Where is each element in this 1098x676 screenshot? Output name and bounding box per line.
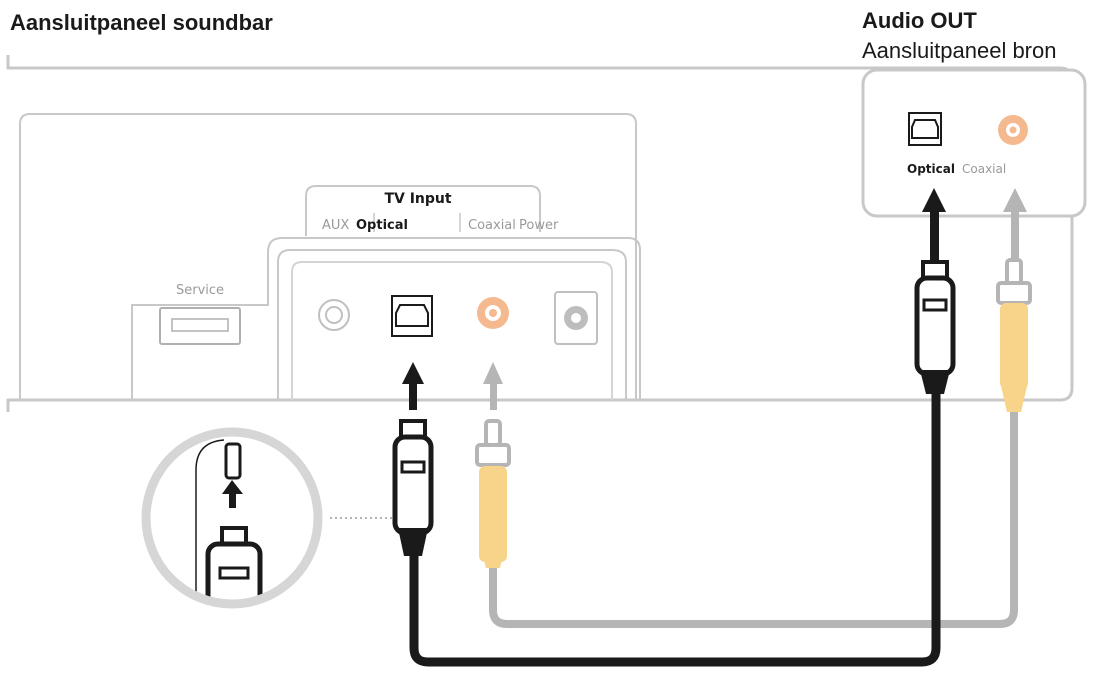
service-label: Service — [176, 283, 224, 298]
inputs-recess-inner — [291, 261, 613, 400]
coaxial-plug-source — [996, 258, 1032, 412]
soundbar-inner-panel — [19, 113, 637, 400]
coaxial-arrow-soundbar — [483, 362, 503, 410]
coaxial-plug-soundbar — [475, 419, 511, 568]
aux-label: AUX — [322, 218, 349, 233]
magnifier-ring — [141, 427, 323, 609]
source-panel-subtitle: Aansluitpaneel bron — [862, 38, 1057, 63]
optical-plug-source — [914, 260, 956, 394]
optical-plug-soundbar — [392, 419, 434, 556]
tv-input-label: TV Input — [384, 191, 451, 207]
service-recess — [131, 237, 641, 400]
soundbar-outline — [6, 55, 1074, 412]
coaxial-label-soundbar: Coaxial — [468, 218, 516, 233]
source-panel — [861, 68, 1087, 218]
power-port — [554, 291, 598, 345]
audio-out-title: Audio OUT — [862, 8, 977, 33]
optical-port-source — [908, 112, 942, 146]
power-label: Power — [519, 218, 559, 233]
optical-label-soundbar: Optical — [356, 218, 408, 233]
optical-arrow-source — [922, 188, 946, 260]
optical-arrow-soundbar — [402, 362, 424, 410]
optical-cable — [409, 388, 941, 667]
tv-input-bracket — [305, 185, 541, 236]
optical-label-source: Optical — [907, 162, 955, 176]
optical-port-soundbar — [391, 295, 433, 337]
coaxial-label-source: Coaxial — [962, 162, 1006, 176]
aux-port — [318, 299, 350, 331]
inputs-recess — [277, 249, 627, 400]
soundbar-panel-title: Aansluitpaneel soundbar — [10, 10, 273, 35]
coaxial-arrow-source — [1003, 188, 1027, 260]
service-usb-port — [159, 307, 241, 345]
coaxial-cable — [489, 408, 1018, 628]
magnifier-detail — [195, 439, 263, 604]
